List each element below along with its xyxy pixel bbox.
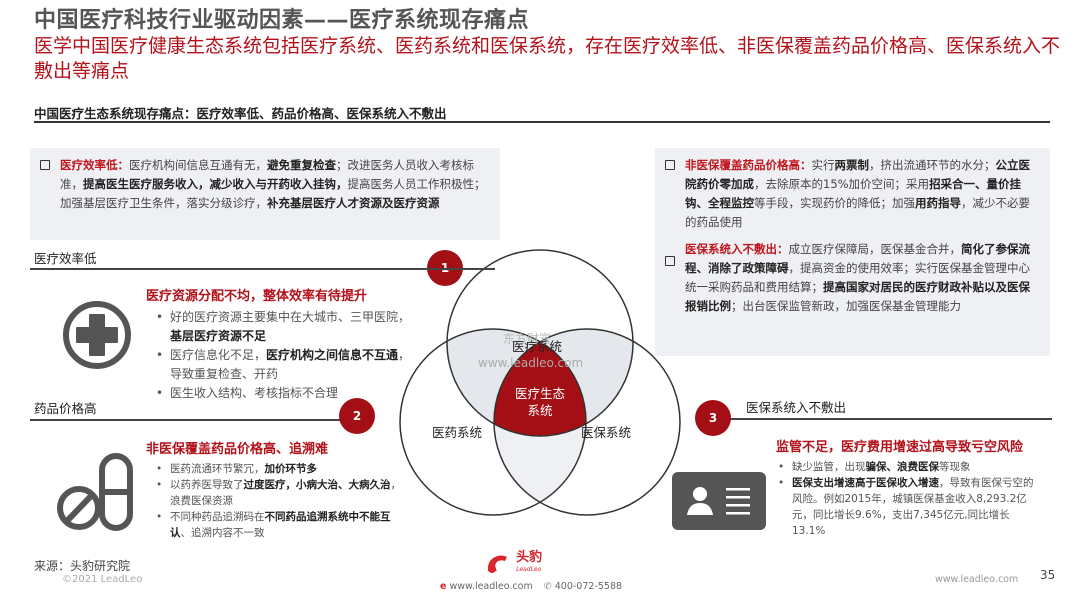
page-number: 35 (1040, 568, 1056, 582)
watermark-url: www.leadleo.com (478, 356, 584, 370)
contact-line: e www.leadleo.com ✆ 400-072-5588 (440, 581, 622, 592)
bullet-point: 医保支出增速高于医保收入增速，导致有医保亏空的风险。例如2015年，城镇医保基金… (776, 475, 1042, 539)
section-heading: 中国医疗生态系统现存痛点：医疗效率低、药品价格高、医保系统入不敷出 (34, 106, 447, 121)
pill-capsule-icon (57, 453, 133, 531)
category-label-2: 药品价格高 (34, 401, 97, 416)
pain-points-2: 医药流通环节繁冗，加价环节多以药养医导致了过度医疗，小病大治、大病久治，浪费医保… (154, 461, 406, 541)
right-measures-box: 非医保覆盖药品价格高：实行两票制，挤出流通环节的水分；公立医院药价零加成，去除原… (655, 148, 1050, 356)
box-lead: 医疗效率低： (60, 158, 129, 172)
category-label-3: 医保系统入不敷出 (746, 400, 847, 415)
leopard-logo-icon (487, 555, 507, 573)
bullet-point: 缺少监管，出现骗保、浪费医保等现象 (776, 459, 1042, 475)
pain-points-1: 好的医疗资源主要集中在大城市、三甲医院，基层医疗资源不足医疗信息化不足，医疗机构… (154, 308, 416, 403)
pain-block-3: 监管不足，医疗费用增速过高导致亏空风险 缺少监管，出现骗保、浪费医保等现象医保支… (776, 436, 1042, 539)
medical-cross-icon (63, 301, 131, 369)
watermark-text: 东方财富 (503, 332, 552, 346)
checkbox-bullet-icon (665, 256, 675, 266)
venn-label-top: 医疗系统 (512, 339, 563, 354)
bullet-point: 医生收入结构、考核指标不合理 (154, 384, 416, 403)
category-rule-2 (30, 419, 360, 421)
number-badge-3: 3 (695, 400, 731, 436)
source-note: 来源：头豹研究院 (34, 559, 131, 573)
box-lead: 医保系统入不敷出： (685, 242, 789, 256)
box-text: 成立医疗保障局，医保基金合并，简化了参保流程、消除了政策障碍，提高资金的使用效率… (685, 242, 1030, 313)
venn-label-left: 医药系统 (432, 425, 483, 440)
box-text: 实行两票制，挤出流通环节的水分；公立医院药价零加成，去除原本的15%加价空间；采… (685, 158, 1030, 229)
venn-label-right: 医保系统 (581, 425, 632, 440)
category-rule-3 (700, 418, 1052, 420)
web-icon: e (440, 581, 447, 592)
pain-points-3: 缺少监管，出现骗保、浪费医保等现象医保支出增速高于医保收入增速，导致有医保亏空的… (776, 459, 1042, 539)
efficiency-measures-box: 医疗效率低：医疗机构间信息互通有无，避免重复检查；改进医务人员收入考核标准，提高… (30, 148, 500, 240)
box-lead: 非医保覆盖药品价格高： (685, 158, 812, 172)
id-card-icon (672, 472, 766, 530)
phone-icon: ✆ (543, 581, 552, 592)
box-text: 医疗机构间信息互通有无，避免重复检查；改进医务人员收入考核标准，提高医生医疗服务… (60, 158, 486, 210)
bullet-point: 医药流通环节繁冗，加价环节多 (154, 461, 406, 477)
checkbox-bullet-icon (40, 160, 50, 170)
bullet-point: 以药养医导致了过度医疗，小病大治、大病久治，浪费医保资源 (154, 477, 406, 509)
pain-block-1: 医疗资源分配不均，整体效率有待提升 好的医疗资源主要集中在大城市、三甲医院，基层… (146, 285, 416, 403)
bullet-point: 好的医疗资源主要集中在大城市、三甲医院，基层医疗资源不足 (154, 308, 416, 346)
page-title: 中国医疗科技行业驱动因素——医疗系统现存痛点 (34, 8, 530, 33)
pain-title-2: 非医保覆盖药品价格高、追溯难 (146, 442, 329, 457)
venn-center-label: 医疗生态 系统 (514, 386, 565, 418)
page-subtitle: 医学中国医疗健康生态系统包括医疗系统、医药系统和医保系统，存在医疗效率低、非医保… (34, 35, 1061, 82)
venn-diagram (395, 249, 681, 516)
pain-block-2: 非医保覆盖药品价格高、追溯难 医药流通环节繁冗，加价环节多以药养医导致了过度医疗… (146, 438, 406, 541)
category-label-1: 医疗效率低 (34, 251, 97, 266)
pain-title-1: 医疗资源分配不均，整体效率有待提升 (146, 289, 368, 304)
copyright: ©2021 LeadLeo (62, 574, 143, 585)
checkbox-bullet-icon (665, 160, 675, 170)
website-link[interactable]: www.leadleo.com (449, 581, 533, 592)
brand-logo: 头豹 LeadLeo (485, 551, 542, 575)
phone-number: 400-072-5588 (554, 581, 623, 592)
bullet-point: 医疗信息化不足，医疗机构之间信息不互通，导致重复检查、开药 (154, 346, 416, 384)
number-badge-2: 2 (339, 398, 375, 434)
bullet-point: 不同种药品追溯码在不同药品追溯系统中不能互认、追溯内容不一致 (154, 509, 406, 541)
footer-website[interactable]: www.leadleo.com (935, 574, 1019, 585)
section-divider (34, 121, 1050, 123)
category-rule-1 (30, 268, 480, 270)
pain-title-3: 监管不足，医疗费用增速过高导致亏空风险 (776, 440, 1024, 455)
